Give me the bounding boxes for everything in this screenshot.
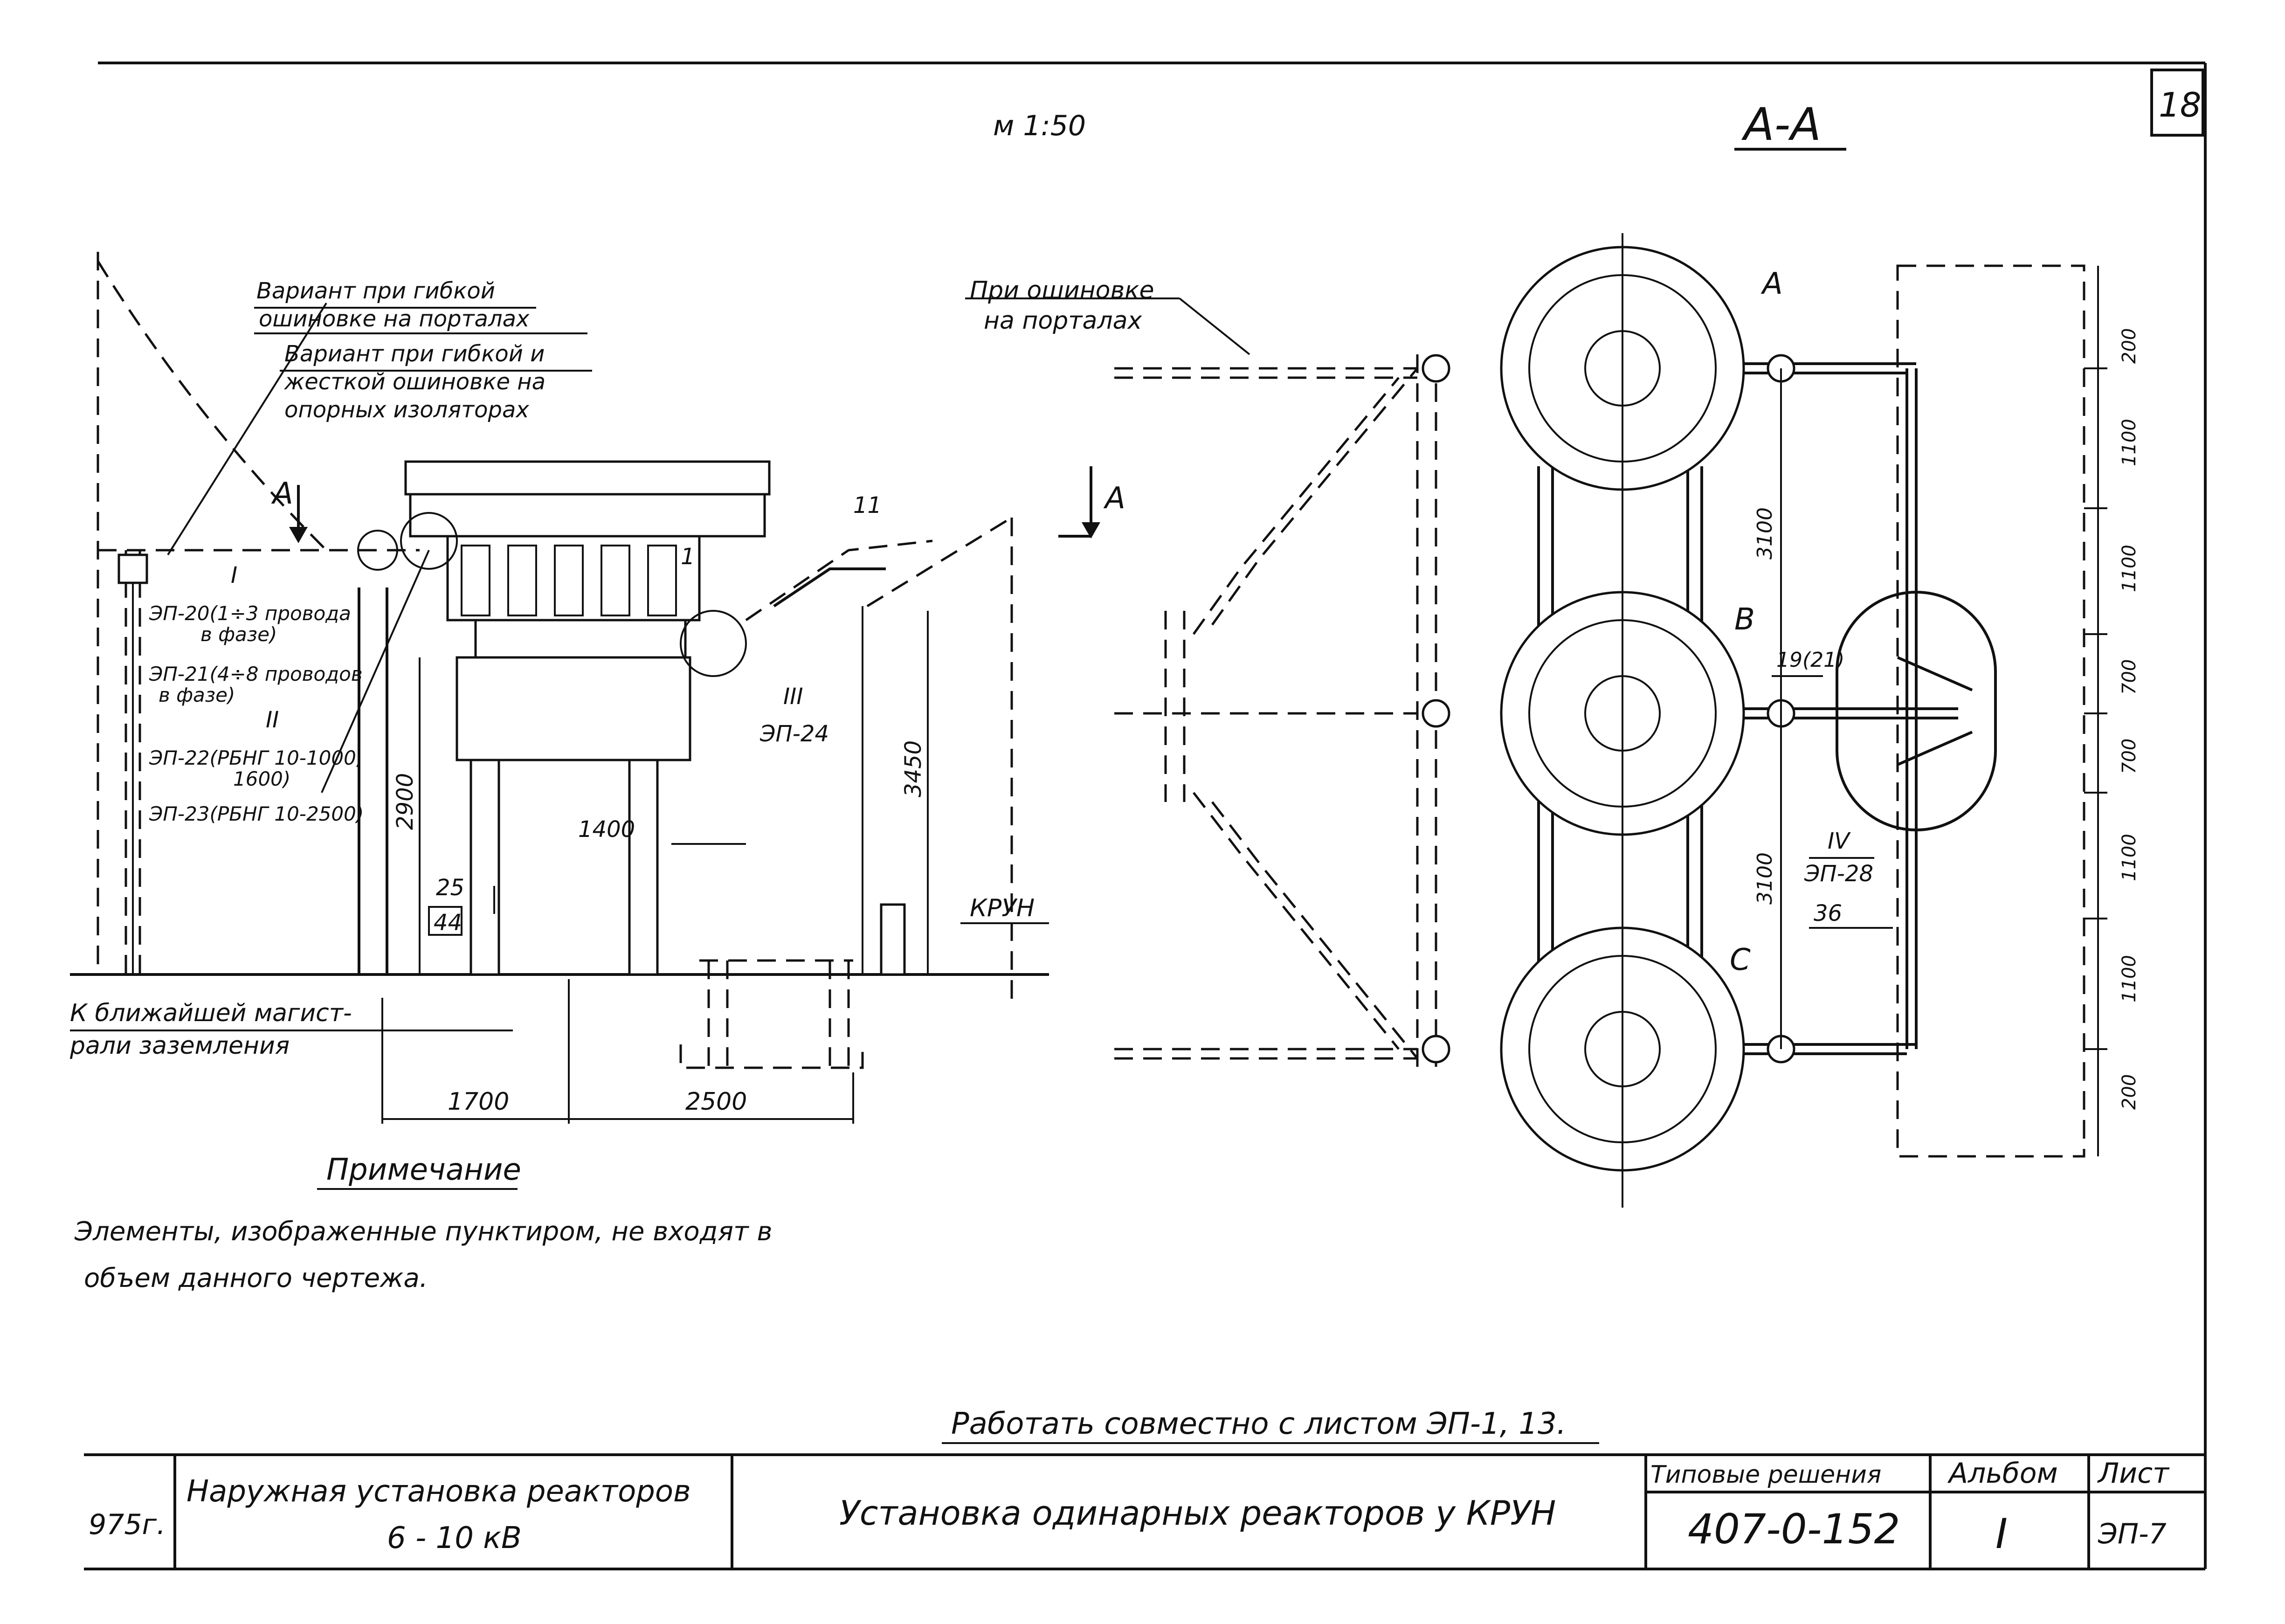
right-view <box>965 233 2107 1208</box>
section-mark-a-left: А <box>271 477 293 511</box>
title-block <box>84 1453 2205 1570</box>
variant-label-2c: опорных изоляторах <box>284 397 529 423</box>
grounding-label-a: К ближайшей магист- <box>70 999 352 1027</box>
node-II-label: II <box>266 707 279 733</box>
position-1: 1 <box>681 544 695 570</box>
note-title: Примечание <box>326 1153 521 1187</box>
dim-2500: 2500 <box>685 1088 747 1116</box>
phase-c-label: С <box>1730 943 1751 977</box>
title-typical-code: 407-0-152 <box>1688 1505 1900 1553</box>
callout-ep23: ЭП-23(РБНГ 10-2500) <box>149 802 364 825</box>
scale-label: м 1:50 <box>993 110 1086 142</box>
position-25: 25 <box>436 875 464 901</box>
drawing-frame <box>98 62 2207 1569</box>
callout-ep21-b: в фазе) <box>159 684 235 706</box>
title-drawing-name: Установка одинарных реакторов у КРУН <box>839 1493 1556 1533</box>
variant-label-2a: Вариант при гибкой и <box>284 341 545 367</box>
dim-right-6: 1100 <box>2119 834 2140 881</box>
position-44: 44 <box>434 910 462 936</box>
position-19-21: 19(21) <box>1776 648 1844 672</box>
dim-right-4: 700 <box>2119 659 2140 695</box>
variant-label-1b: ошиновке на порталах <box>259 306 530 332</box>
callout-ep22-a: ЭП-22(РБНГ 10-1000, <box>149 746 362 769</box>
callout-ep21-a: ЭП-21(4÷8 проводов <box>149 663 363 685</box>
dim-2900: 2900 <box>392 773 418 830</box>
callout-ep22-b: 1600) <box>233 767 290 790</box>
note-line-2: объем данного чертежа. <box>84 1263 428 1293</box>
cross-reference: Работать совместно с листом ЭП-1, 13. <box>951 1407 1566 1441</box>
portal-note-b: на порталах <box>984 307 1142 335</box>
dim-right-3: 1100 <box>2119 545 2140 592</box>
section-mark-a-right: А <box>1103 481 1125 516</box>
title-sheet-value: ЭП-7 <box>2098 1518 2167 1550</box>
left-view <box>70 252 1100 1124</box>
dim-right-8: 200 <box>2119 1074 2140 1110</box>
variant-label-1a: Вариант при гибкой <box>256 278 495 304</box>
dim-3100-top: 3100 <box>1753 507 1777 560</box>
krun-label: КРУН <box>970 894 1035 922</box>
position-11: 11 <box>853 492 882 518</box>
grounding-label-b: рали заземления <box>69 1032 290 1060</box>
position-36: 36 <box>1814 900 1842 926</box>
title-typical-label: Типовые решения <box>1650 1461 1881 1489</box>
phase-b-label: В <box>1734 602 1755 637</box>
dim-3450: 3450 <box>900 740 926 797</box>
dim-3100-bottom: 3100 <box>1753 852 1777 905</box>
section-title: А-А <box>1741 98 1821 151</box>
node-I-label: I <box>231 562 237 588</box>
node-III-label: III <box>783 684 803 710</box>
note-line-1: Элементы, изображенные пунктиром, не вхо… <box>74 1216 773 1247</box>
node-IV-label: IV <box>1828 828 1851 854</box>
title-album-label: Альбом <box>1947 1457 2058 1490</box>
portal-note-a: При ошиновке <box>970 276 1154 304</box>
dim-right-2: 1100 <box>2119 419 2140 466</box>
title-object-name-1: Наружная установка реакторов <box>186 1474 691 1509</box>
phase-a-label: А <box>1760 267 1783 301</box>
callout-ep20-b: в фазе) <box>200 623 277 646</box>
dim-1700: 1700 <box>448 1088 509 1116</box>
dim-right-1: 200 <box>2119 328 2140 364</box>
title-object-name-2: 6 - 10 кВ <box>387 1521 522 1555</box>
dim-1400: 1400 <box>578 816 635 843</box>
sheet-number: 18 <box>2159 85 2202 124</box>
callout-ep20-a: ЭП-20(1÷3 провода <box>149 602 351 625</box>
variant-label-2b: жесткой ошиновке на <box>284 369 545 395</box>
title-year: 975г. <box>89 1508 166 1541</box>
title-sheet-label: Лист <box>2097 1457 2170 1490</box>
dim-right-7: 1100 <box>2119 955 2140 1002</box>
dim-right-5: 700 <box>2119 739 2140 774</box>
title-album-value: I <box>1995 1510 2008 1558</box>
callout-ep28: ЭП-28 <box>1804 861 1873 887</box>
callout-ep24: ЭП-24 <box>759 721 829 747</box>
